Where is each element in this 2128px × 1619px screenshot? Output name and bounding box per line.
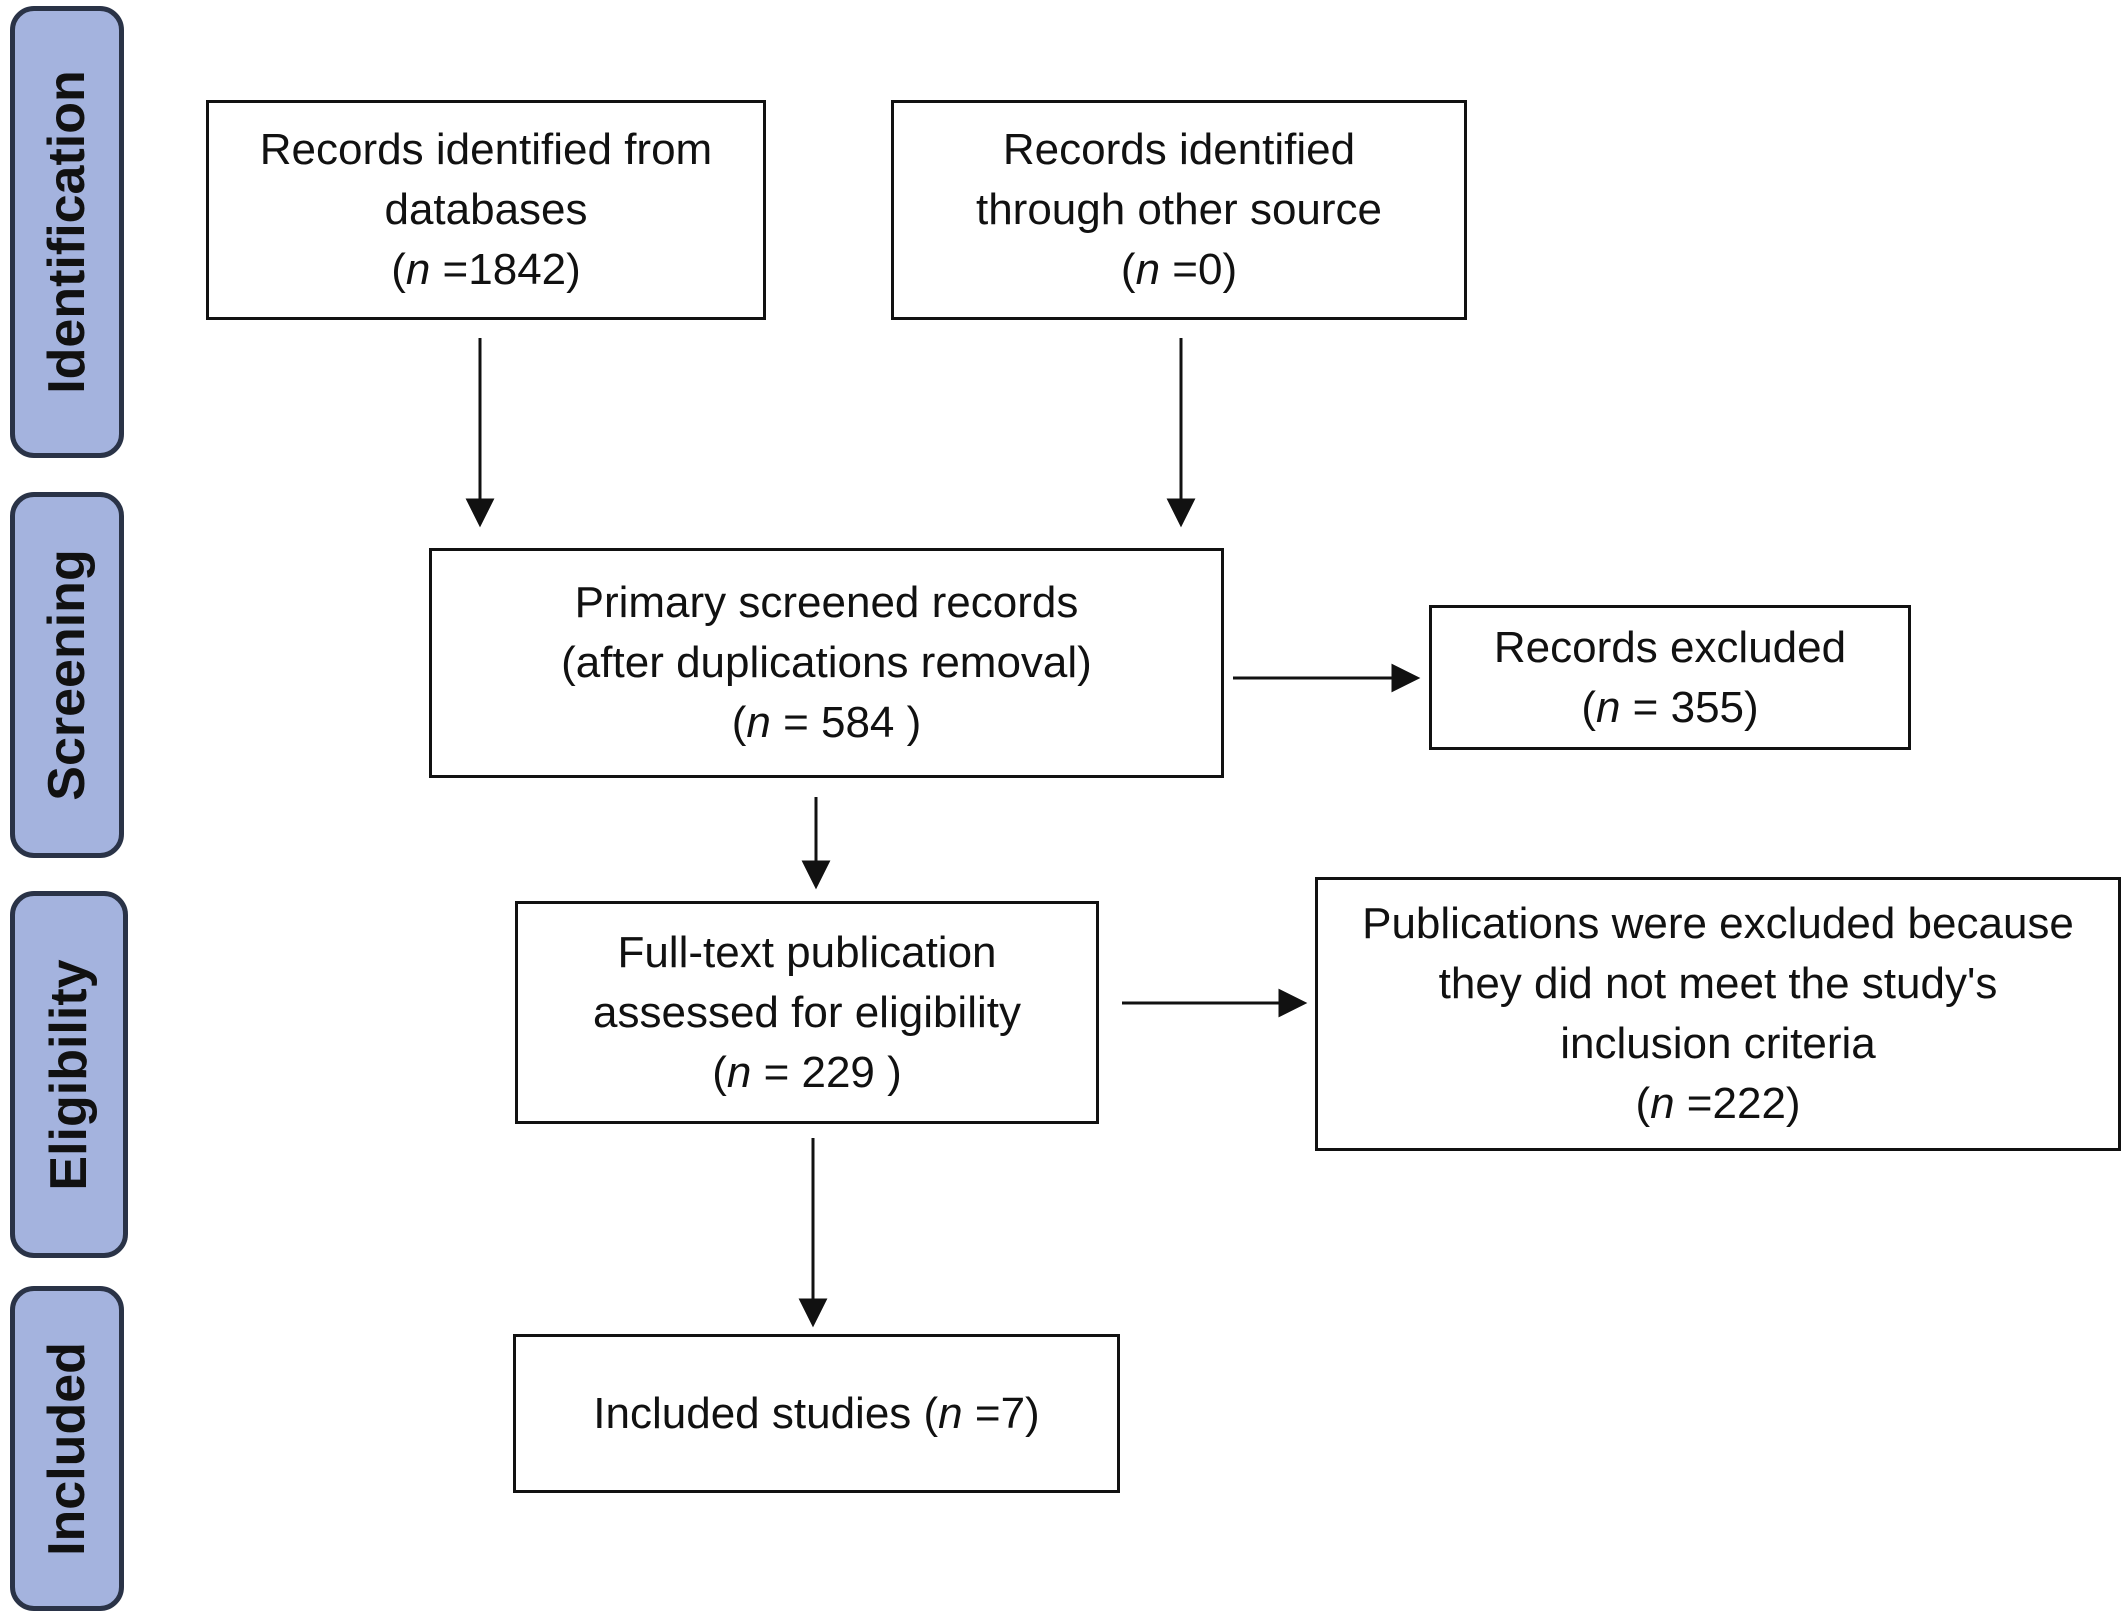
box-text-line: Records excluded: [1493, 622, 1847, 672]
arrowhead-right: [1391, 663, 1421, 693]
box-records-databases: Records identified from databases (n =18…: [206, 100, 766, 320]
stage-identification: Identification: [10, 6, 124, 458]
arrowhead-down: [798, 1298, 828, 1328]
stage-included: Included: [10, 1286, 124, 1611]
box-count: (n =1842): [391, 245, 581, 294]
box-text-line: Publications were excluded because: [1362, 899, 2074, 948]
arrowhead-down: [465, 498, 495, 528]
box-text-line: Records identified: [1002, 125, 1356, 174]
arrowhead-down: [801, 860, 831, 890]
box-text-line: (after duplications removal): [561, 638, 1092, 687]
box-count: (n =222): [1635, 1079, 1801, 1128]
box-records-other-source: Records identified through other source …: [891, 100, 1467, 320]
box-count: (n =0): [1120, 245, 1238, 294]
box-publications-excluded: Publications were excluded because they …: [1315, 877, 2121, 1151]
arrowhead-down: [1166, 498, 1196, 528]
box-text-line: Full-text publication: [617, 927, 997, 977]
box-text-line: databases: [384, 185, 588, 234]
box-fulltext-assessed: Full-text publication assessed for eligi…: [515, 901, 1099, 1124]
box-text-line: inclusion criteria: [1560, 1019, 1876, 1068]
box-included-studies: Included studies (n =7): [513, 1334, 1120, 1493]
box-text-line: assessed for eligibility: [593, 987, 1021, 1037]
arrowhead-right: [1278, 988, 1308, 1018]
box-text-line: Records identified from: [259, 125, 713, 174]
box-text-line: they did not meet the study's: [1438, 959, 1998, 1008]
box-count: (n = 355): [1581, 682, 1759, 732]
stage-eligibility: Eligibility: [10, 891, 128, 1258]
box-count: Included studies (n =7): [593, 1388, 1040, 1438]
box-text-line: Primary screened records: [574, 578, 1079, 627]
stage-screening: Screening: [10, 492, 124, 858]
box-count: (n = 584 ): [731, 698, 922, 747]
box-count: (n = 229 ): [712, 1047, 902, 1097]
box-primary-screened: Primary screened records (after duplicat…: [429, 548, 1224, 778]
box-text-line: through other source: [975, 185, 1383, 234]
box-records-excluded: Records excluded (n = 355): [1429, 605, 1911, 750]
